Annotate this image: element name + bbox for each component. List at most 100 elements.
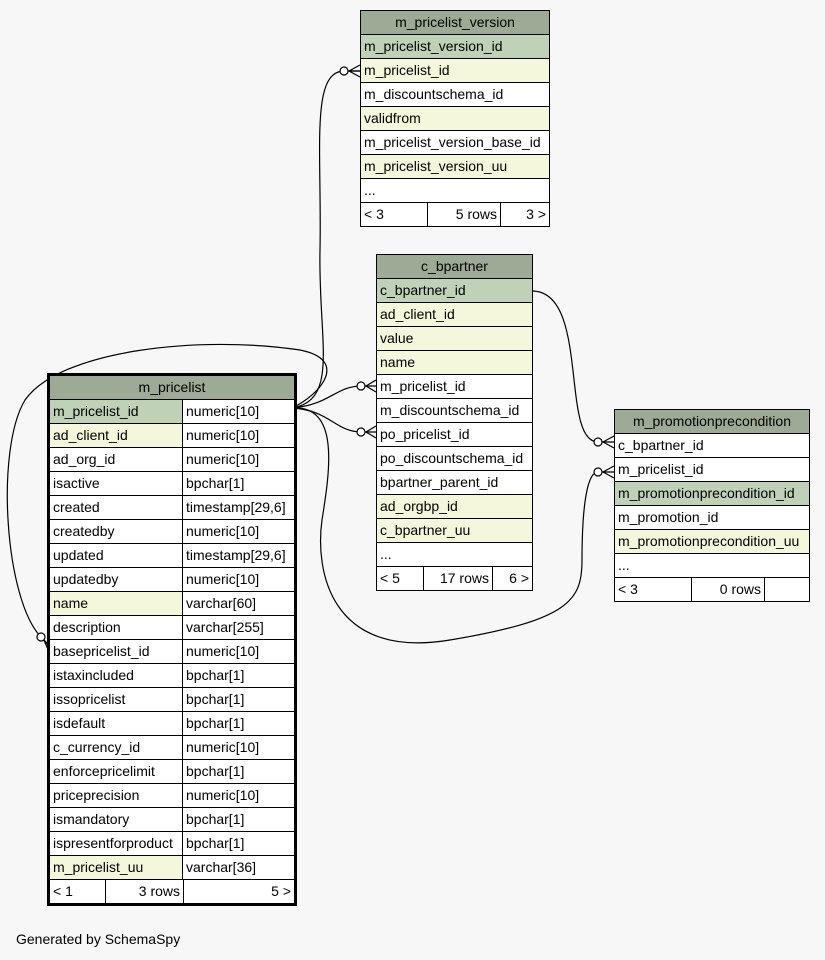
column-name: isdefault (53, 715, 106, 731)
column-name: c_currency_id (53, 739, 141, 755)
column-name: c_bpartner_id (377, 279, 532, 302)
table-footer: < 1 3 rows 5 > (50, 880, 294, 903)
table-row[interactable]: updatedby numeric[10] (50, 568, 294, 592)
column-type: bpchar[1] (182, 712, 294, 735)
table-title: m_pricelist (50, 376, 294, 400)
column-name: po_pricelist_id (380, 426, 470, 442)
table-row[interactable]: ad_orgbp_id (377, 495, 532, 519)
column-type: timestamp[29,6] (182, 496, 294, 519)
footer-parents: < 3 (615, 578, 692, 601)
table-row[interactable]: istaxincluded bpchar[1] (50, 664, 294, 688)
table-row[interactable]: updated timestamp[29,6] (50, 544, 294, 568)
table-row[interactable]: isdefault bpchar[1] (50, 712, 294, 736)
table-row[interactable]: validfrom (361, 107, 549, 131)
table-row[interactable]: m_discountschema_id (377, 399, 532, 423)
crowfoot-mark (365, 425, 377, 439)
footer-row-count: 5 rows (428, 203, 501, 226)
table-row[interactable]: basepricelist_id numeric[10] (50, 640, 294, 664)
column-name: m_promotionprecondition_uu (615, 530, 809, 553)
table-row[interactable]: ... (377, 543, 532, 567)
column-name: m_pricelist_id (618, 461, 704, 477)
column-type: timestamp[29,6] (182, 544, 294, 567)
generated-by-label: Generated by SchemaSpy (16, 931, 181, 947)
column-name: ad_org_id (53, 451, 116, 467)
column-name: istaxincluded (53, 667, 134, 683)
table-row[interactable]: m_promotionprecondition_uu (615, 530, 809, 554)
table-row[interactable]: ad_client_id (377, 303, 532, 327)
table-m-pricelist-version[interactable]: m_pricelist_version m_pricelist_version_… (360, 10, 550, 227)
table-row[interactable]: m_pricelist_id (615, 458, 809, 482)
table-row[interactable]: po_discountschema_id (377, 447, 532, 471)
table-row[interactable]: ... (615, 554, 809, 578)
table-row[interactable]: ... (361, 179, 549, 203)
edge-end-circle (356, 381, 366, 391)
column-type: bpchar[1] (182, 664, 294, 687)
table-title: m_pricelist_version (361, 11, 549, 35)
column-type: numeric[10] (182, 568, 294, 591)
column-name: ... (380, 546, 392, 562)
footer-children: 5 > (271, 883, 291, 899)
table-footer: < 3 0 rows (615, 578, 809, 601)
table-row[interactable]: m_pricelist_version_uu (361, 155, 549, 179)
table-row[interactable]: m_pricelist_id (377, 375, 532, 399)
column-type: varchar[255] (182, 616, 294, 639)
table-row[interactable]: m_promotion_id (615, 506, 809, 530)
table-row[interactable]: m_promotionprecondition_id (615, 482, 809, 506)
table-row[interactable]: bpartner_parent_id (377, 471, 532, 495)
table-row[interactable]: ad_org_id numeric[10] (50, 448, 294, 472)
crowfoot-mark (602, 465, 615, 479)
column-name: ... (364, 182, 376, 198)
column-type: numeric[10] (182, 448, 294, 471)
table-row[interactable]: c_bpartner_id (377, 279, 532, 303)
footer-children: 6 > (509, 570, 529, 586)
table-row[interactable]: m_pricelist_version_base_id (361, 131, 549, 155)
column-name: m_discountschema_id (380, 402, 520, 418)
table-footer: < 3 5 rows 3 > (361, 203, 549, 226)
column-name: ismandatory (53, 811, 130, 827)
table-row[interactable]: value (377, 327, 532, 351)
column-name: validfrom (361, 107, 549, 130)
column-name: m_discountschema_id (364, 86, 504, 102)
column-name: basepricelist_id (53, 643, 150, 659)
table-row[interactable]: po_pricelist_id (377, 423, 532, 447)
column-type: varchar[60] (182, 592, 294, 615)
column-name: updated (53, 547, 104, 563)
table-row[interactable]: m_pricelist_id (361, 59, 549, 83)
column-name: createdby (53, 523, 115, 539)
column-name: name (377, 351, 532, 374)
column-type: numeric[10] (182, 424, 294, 447)
table-row[interactable]: name (377, 351, 532, 375)
column-type: numeric[10] (182, 640, 294, 663)
table-row[interactable]: m_discountschema_id (361, 83, 549, 107)
footer-parents: < 5 (377, 567, 424, 590)
table-row[interactable]: c_bpartner_uu (377, 519, 532, 543)
column-name: m_promotionprecondition_id (615, 482, 809, 505)
table-row[interactable]: m_pricelist_version_id (361, 35, 549, 59)
crowfoot-mark (348, 64, 361, 78)
column-name: issopricelist (53, 691, 126, 707)
column-type: bpchar[1] (182, 832, 294, 855)
footer-children (765, 578, 809, 601)
column-name: updatedby (53, 571, 119, 587)
column-name: c_bpartner_id (618, 437, 704, 453)
table-row[interactable]: c_bpartner_id (615, 434, 809, 458)
edge-end-circle (339, 66, 349, 76)
column-name: m_pricelist_version_base_id (364, 134, 541, 150)
